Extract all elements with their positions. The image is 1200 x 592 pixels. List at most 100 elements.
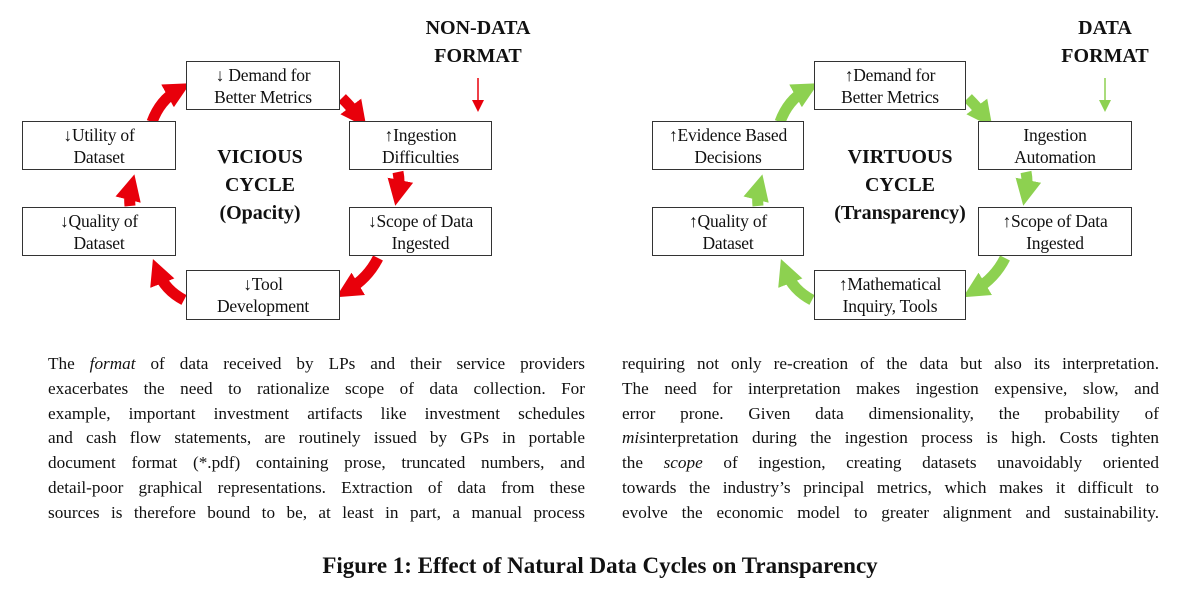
box-mathematical-inquiry-tools: ↑Mathematical Inquiry, Tools	[814, 270, 966, 320]
box-line: ↓Utility of	[63, 125, 135, 145]
text-segment: of data received by LPs and their servic…	[135, 354, 585, 373]
arrow-demand-to-ingestion	[338, 94, 367, 128]
box-line: ↑Quality of	[689, 211, 767, 231]
data-format-label: DATA FORMAT	[1035, 14, 1175, 70]
box-line: ↑Ingestion	[384, 125, 457, 145]
text-segment: sources is therefore bound to be, at lea…	[48, 502, 585, 522]
text-segment: of ingestion, creating datasets unavoida…	[702, 453, 1160, 473]
box-ingestion-automation: Ingestion Automation	[978, 121, 1132, 170]
box-line: Dataset	[73, 233, 125, 253]
text-segment: The need for interpretation makes ingest…	[622, 378, 1159, 398]
box-quality-of-dataset: ↑Quality of Dataset	[652, 207, 804, 256]
box-tool-development: ↓Tool Development	[186, 270, 340, 320]
arrow-evidence-to-demand	[774, 83, 819, 125]
box-utility-of-dataset: ↓Utility of Dataset	[22, 121, 176, 170]
box-scope-of-data-ingested: ↑Scope of Data Ingested	[978, 207, 1132, 256]
text-line: the scope of ingestion, creating dataset…	[622, 451, 1159, 476]
title-line: VIRTUOUS	[847, 146, 953, 168]
text-segment: requiring not only re-creation of the da…	[622, 354, 1159, 373]
box-line: Ingestion	[1023, 125, 1087, 145]
format-label-line: FORMAT	[1061, 45, 1149, 67]
box-demand-for-better-metrics: ↑Demand for Better Metrics	[814, 61, 966, 110]
box-line: ↑Scope of Data	[1002, 211, 1108, 231]
title-line: (Opacity)	[219, 202, 301, 224]
text-line: detail-poor graphical representations. E…	[48, 476, 585, 501]
text-line: error prone. Given data dimensionality, …	[622, 402, 1159, 427]
box-line: ↑Mathematical	[838, 274, 942, 294]
arrow-utility-to-demand	[146, 83, 191, 125]
arrow-math-to-quality	[778, 258, 815, 305]
title-line: VICIOUS	[217, 146, 303, 168]
text-segment: exacerbates the need to rationalize scop…	[48, 378, 585, 398]
box-line: ↓Quality of	[60, 211, 138, 231]
format-label-line: FORMAT	[434, 45, 522, 67]
arrow-ingestion-to-scope	[1015, 170, 1042, 206]
text-segment: the	[622, 453, 664, 473]
body-text-right-column: requiring not only re-creation of the da…	[622, 352, 1159, 526]
text-line: misinterpretation during the ingestion p…	[622, 426, 1159, 451]
box-scope-of-data-ingested: ↓Scope of Data Ingested	[349, 207, 492, 256]
box-line: Better Metrics	[214, 87, 312, 107]
box-line: ↓ Demand for	[215, 65, 311, 85]
arrow-scope-to-tool	[335, 255, 383, 298]
box-line: Dataset	[73, 147, 125, 167]
text-segment: error prone. Given data dimensionality, …	[622, 403, 1159, 423]
title-line: CYCLE	[224, 174, 295, 196]
box-line: ↑Demand for	[844, 65, 936, 85]
italic-text: mis	[622, 428, 646, 448]
text-line: and cash flow statements, are routinely …	[48, 426, 585, 451]
box-line: Decisions	[694, 147, 762, 167]
box-line: Difficulties	[382, 147, 459, 167]
box-line: Development	[216, 296, 310, 316]
box-line: ↓Tool	[243, 274, 283, 294]
box-ingestion-difficulties: ↑Ingestion Difficulties	[349, 121, 492, 170]
format-label-line: NON-DATA	[425, 17, 531, 39]
box-line: ↑Evidence Based	[669, 125, 787, 145]
text-line: The format of data received by LPs and t…	[48, 352, 585, 377]
box-line: Dataset	[702, 233, 754, 253]
text-line: towards the industry’s principal metrics…	[622, 476, 1159, 501]
virtuous-cycle-title: VIRTUOUS CYCLE (Transparency)	[810, 143, 990, 227]
format-label-line: DATA	[1078, 17, 1132, 39]
text-line: The need for interpretation makes ingest…	[622, 377, 1159, 402]
arrow-tool-to-quality	[150, 258, 187, 305]
figure-caption: Figure 1: Effect of Natural Data Cycles …	[322, 553, 878, 578]
text-segment: document format (*.pdf) containing prose…	[48, 453, 585, 473]
virtuous-cycle-arrows	[743, 78, 1111, 305]
box-line: Better Metrics	[841, 87, 939, 107]
text-segment: The	[48, 354, 90, 373]
vicious-cycle-title: VICIOUS CYCLE (Opacity)	[180, 143, 340, 227]
box-line: ↓Scope of Data	[367, 211, 474, 231]
arrow-scope-to-math	[962, 255, 1010, 298]
text-line: exacerbates the need to rationalize scop…	[48, 377, 585, 402]
box-line: Inquiry, Tools	[842, 296, 938, 316]
text-segment: towards the industry’s principal metrics…	[622, 477, 1159, 497]
text-line: evolve the economic model to greater ali…	[622, 501, 1159, 526]
text-line: document format (*.pdf) containing prose…	[48, 451, 585, 476]
non-data-format-label: NON-DATA FORMAT	[408, 14, 548, 70]
italic-text: format	[89, 354, 136, 373]
arrow-demand-to-ingestion	[964, 94, 993, 128]
text-segment: detail-poor graphical representations. E…	[48, 477, 585, 497]
box-quality-of-dataset: ↓Quality of Dataset	[22, 207, 176, 256]
text-segment: evolve the economic model to greater ali…	[622, 502, 1159, 522]
text-segment: and cash flow statements, are routinely …	[48, 428, 585, 448]
title-line: (Transparency)	[834, 202, 966, 224]
box-demand-for-better-metrics: ↓ Demand for Better Metrics	[186, 61, 340, 110]
arrow-quality-to-evidence	[743, 174, 769, 207]
text-segment: example, important investment artifacts …	[48, 403, 585, 423]
text-line: sources is therefore bound to be, at lea…	[48, 501, 585, 526]
box-line: Ingested	[1026, 233, 1084, 253]
arrow-quality-to-utility	[115, 174, 141, 207]
body-text-left-column: The format of data received by LPs and t…	[48, 352, 585, 526]
box-line: Automation	[1014, 147, 1096, 167]
title-line: CYCLE	[864, 174, 935, 196]
arrow-ingestion-to-scope	[387, 170, 414, 206]
vicious-cycle-arrows	[115, 78, 484, 305]
text-segment: interpretation during the ingestion proc…	[645, 428, 1159, 448]
text-line: requiring not only re-creation of the da…	[622, 352, 1159, 377]
box-line: Ingested	[391, 233, 450, 253]
text-line: example, important investment artifacts …	[48, 402, 585, 427]
italic-text: scope	[663, 453, 703, 473]
